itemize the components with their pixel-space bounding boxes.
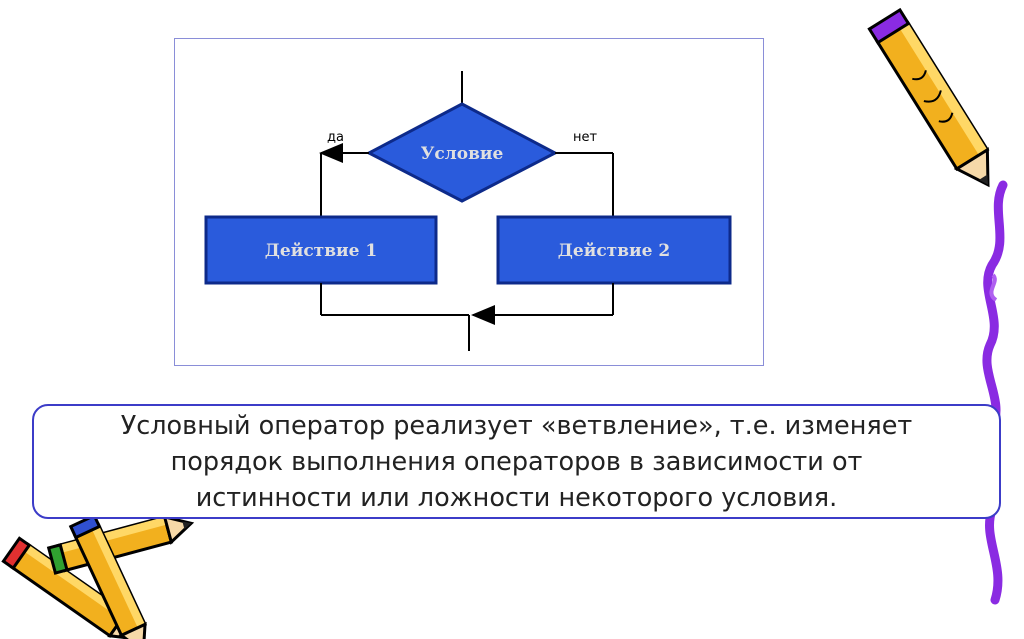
condition-label: Условие: [421, 144, 504, 164]
flowchart: Условие да нет Действие 1 Действие 2: [175, 39, 765, 367]
yes-label: да: [327, 130, 344, 145]
caption-text: Условный оператор реализует «ветвление»,…: [121, 408, 913, 516]
action1-label: Действие 1: [265, 241, 377, 261]
caption-box: Условный оператор реализует «ветвление»,…: [32, 404, 1001, 519]
caption-line-3: истинности или ложности некоторого услов…: [121, 480, 913, 516]
flowchart-frame: Условие да нет Действие 1 Действие 2: [174, 38, 764, 366]
action2-label: Действие 2: [558, 241, 670, 261]
caption-line-2: порядок выполнения операторов в зависимо…: [121, 444, 913, 480]
no-label: нет: [573, 130, 597, 145]
caption-line-1: Условный оператор реализует «ветвление»,…: [121, 408, 913, 444]
